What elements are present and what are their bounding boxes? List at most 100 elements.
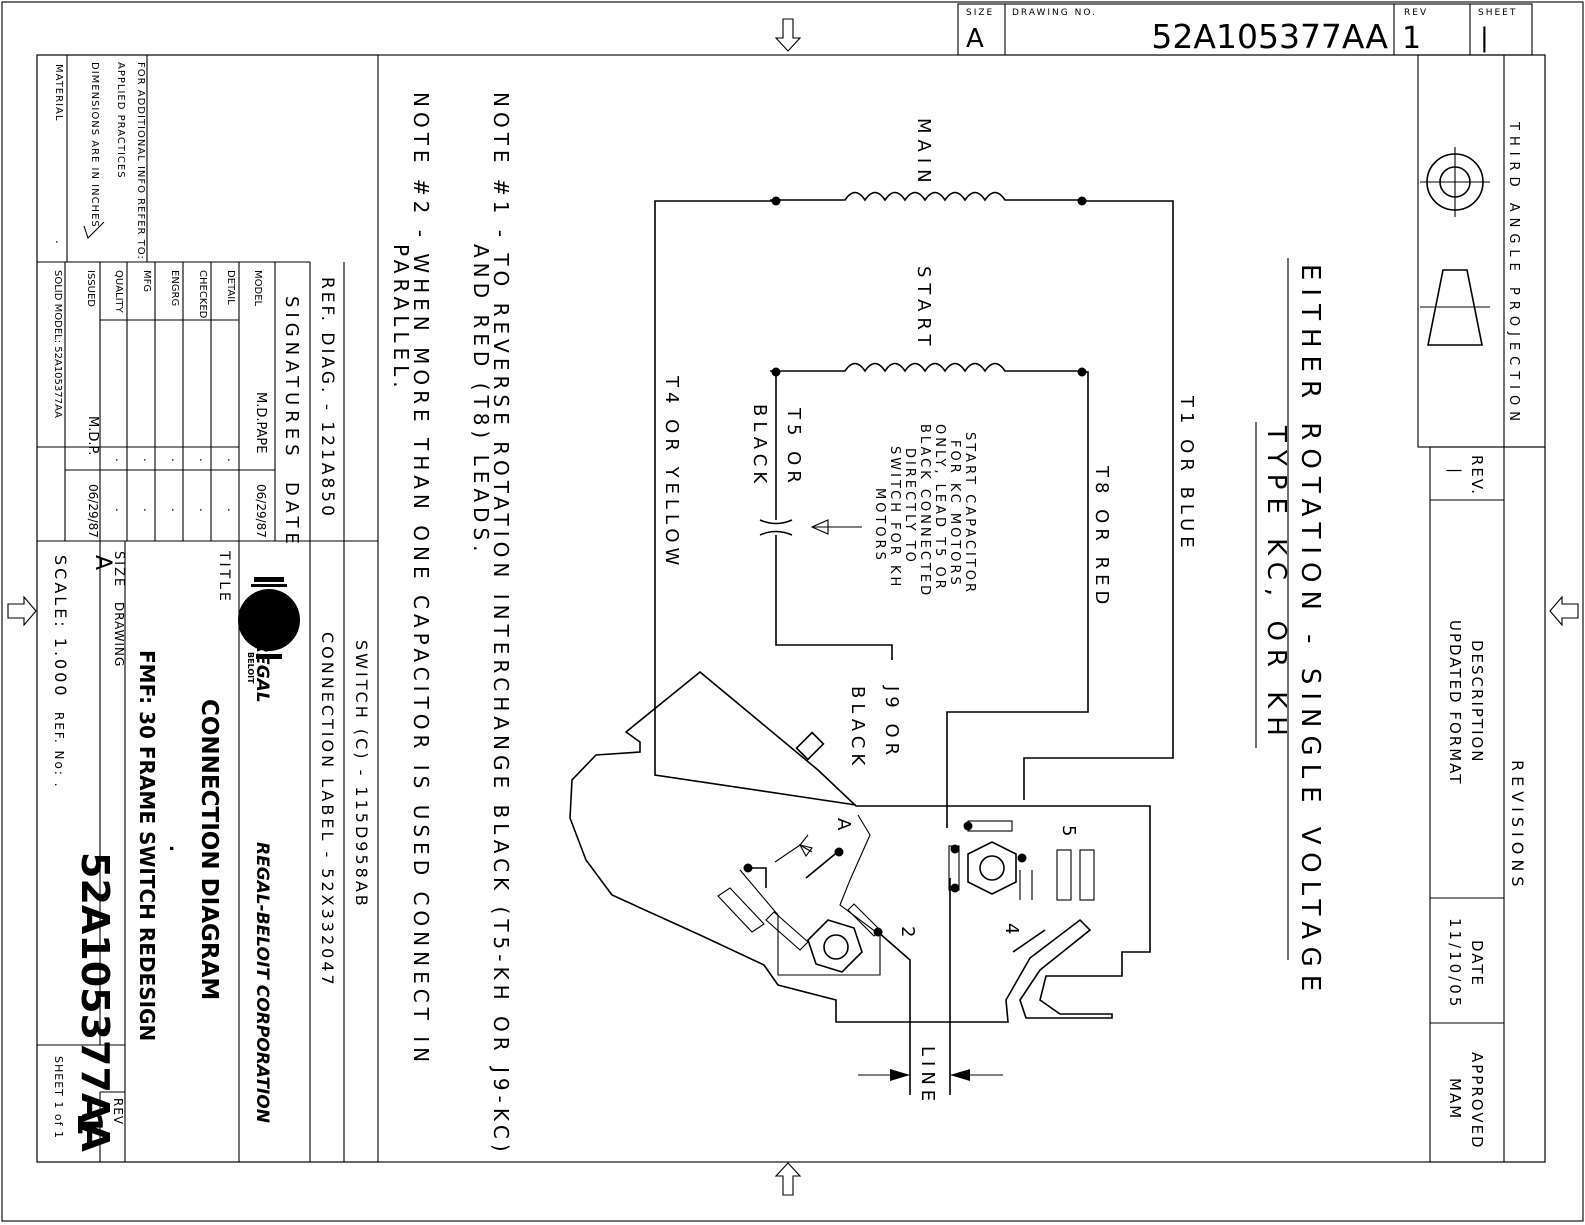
additional-info: FOR ADDITIONAL INFO REFER TO: [135,62,146,260]
switch-body-outline [569,670,1151,1023]
note1-line2: AND RED (T8) LEADS. [469,244,493,557]
diagram-title-line1: EITHER ROTATION - SINGLE VOLTAGE [1295,264,1325,999]
signer-model: M.D.PAPE [253,392,268,453]
material-value: . [53,240,67,244]
signer-issued: M.D.P. [85,416,100,455]
note2-line2: PARALLEL. [389,244,413,393]
revision-row-approved: MAM [1446,1078,1464,1120]
line-label: LINE [917,1046,938,1106]
role-issued: ISSUED [85,270,96,307]
lead-t5-color-label: BLACK [749,404,770,488]
tb-scale: SCALE: 1.000 [51,555,70,699]
date-label: DATE [281,482,302,549]
winding-main-label: MAIN [913,118,934,189]
notes: NOTE #1 - TO REVERSE ROTATION INTERCHANG… [389,92,513,1157]
lead-j9-label: J9 OR [881,685,902,760]
lead-t4-label: T4 OR YELLOW [661,375,682,570]
tb-sheet: SHEET 1 of 1 [52,1056,65,1139]
contact-a-arrow-icon [798,844,813,858]
diagram-heading: EITHER ROTATION - SINGLE VOLTAGE TYPE KC… [1255,258,1325,999]
regal-beloit-logo: REGAL BELOIT [238,577,300,703]
terminal-nut-left-icon [807,919,863,973]
header-size-value: A [966,24,984,54]
revisions-col-rev: REV. [1468,455,1486,496]
signer-mfg: . [141,458,155,462]
terminal-4-label: 4 [1001,923,1022,934]
date-mfg: . [141,508,155,512]
date-checked: . [197,508,211,512]
terminal-5-label: 5 [1058,825,1079,836]
header-block: SIZE A DRAWING NO. 52A105377AA REV 1 SHE… [957,3,1533,56]
date-model: 06/29/87 [254,484,268,538]
revisions-col-approved: APPROVED [1468,1052,1486,1150]
capacitor-note-4: BLACK CONNECTED [917,424,932,598]
capacitor-note-7: MOTORS [872,488,887,563]
drawing-title-line3: FMF: 30 FRAME SWITCH REDESIGN [135,650,159,1041]
role-checked: CHECKED [197,270,208,319]
role-detail: DETAIL [225,270,236,305]
drawing-title-line1: CONNECTION DIAGRAM [196,699,222,1000]
projection-block: THIRD ANGLE PROJECTION [1417,54,1546,448]
dimensions-note: DIMENSIONS ARE IN INCHES [89,62,100,228]
logo-text-regal: REGAL [252,640,272,703]
winding-start-label: START [913,266,934,352]
center-arrow-left-icon [7,595,37,627]
tb-rev-value: 1 [69,1112,109,1136]
header-sheet-label: SHEET [1478,8,1517,18]
date-detail: . [225,508,239,512]
signatures-label: SIGNATURES [281,296,302,461]
switch-reference: SWITCH (C) - 115D958AB [352,640,371,909]
revision-row-rev: | [1446,468,1464,473]
lead-t8-label: T8 OR RED [1091,465,1112,609]
header-rev-value: 1 [1402,21,1421,56]
tb-drawing-label: DRAWING [112,602,126,667]
revision-row-date: 11/10/05 [1446,918,1464,1009]
revision-row-description: UPDATED FORMAT [1446,620,1464,785]
title-block: SWITCH (C) - 115D958AB REF. DIAG. - 121A… [36,54,379,1163]
center-arrow-right-icon [1549,595,1579,627]
header-sheet-value: | [1480,23,1489,53]
logo-text-beloit: BELOIT [246,652,255,684]
header-drawing-no-label: DRAWING NO. [1012,8,1097,18]
terminal-a-label: A [833,818,854,831]
center-arrow-bottom-icon [774,1162,802,1196]
solid-model: SOLID MODEL: 52A105377AA [52,270,63,418]
header-rev-label: REV [1404,8,1428,18]
capacitor-note-6: SWITCH FOR KH [887,446,902,589]
signer-engrg: . [169,458,183,462]
line-arrow-left-icon [890,1069,910,1081]
ref-diag: REF. DIAG. - 121A850 [317,277,337,519]
projection-label: THIRD ANGLE PROJECTION [1506,121,1521,427]
tb-drawing-no: 52A105377AA [73,852,117,1152]
terminal-nut-right-icon [967,841,1017,895]
capacitor-note-5: DIRECTLY TO [902,448,917,565]
wiring-diagram: MAIN START T4 OR YELLOW T1 OR BLUE T8 OR… [569,118,1197,1106]
start-winding-icon [770,362,1080,373]
lead-t1-label: T1 OR BLUE [1176,395,1197,553]
date-issued: 06/29/87 [86,484,100,538]
revisions-col-description: DESCRIPTION [1468,640,1486,764]
capacitor-note-3: ONLY, LEAD T5 OR [932,424,947,592]
line-arrow-right-icon [950,1069,970,1081]
note1-line1: NOTE #1 - TO REVERSE ROTATION INTERCHANG… [489,92,513,1157]
role-quality: QUALITY [113,270,124,314]
note-arrow-icon [810,519,829,535]
header-size-label: SIZE [966,8,994,18]
switch-plunger-icon [795,731,825,761]
diagram-title-line2: TYPE KC, OR KH [1261,425,1291,744]
lead-j9-color-label: BLACK [847,686,868,770]
tb-ref-no: REF. No: . [52,712,66,789]
signer-checked: . [197,458,211,462]
role-model: MODEL [252,270,263,307]
revisions-title: REVISIONS [1508,760,1527,891]
role-mfg: MFG [141,270,152,292]
tb-rev-label: REV [111,1098,125,1125]
center-arrow-top-icon [774,18,802,52]
capacitor-note-1: START CAPACITOR [962,432,977,595]
check-mark-icon [83,221,105,240]
drawing-title-line2: . [165,845,186,852]
role-engrg: ENGRG [169,270,180,306]
signer-detail: . [225,458,239,462]
